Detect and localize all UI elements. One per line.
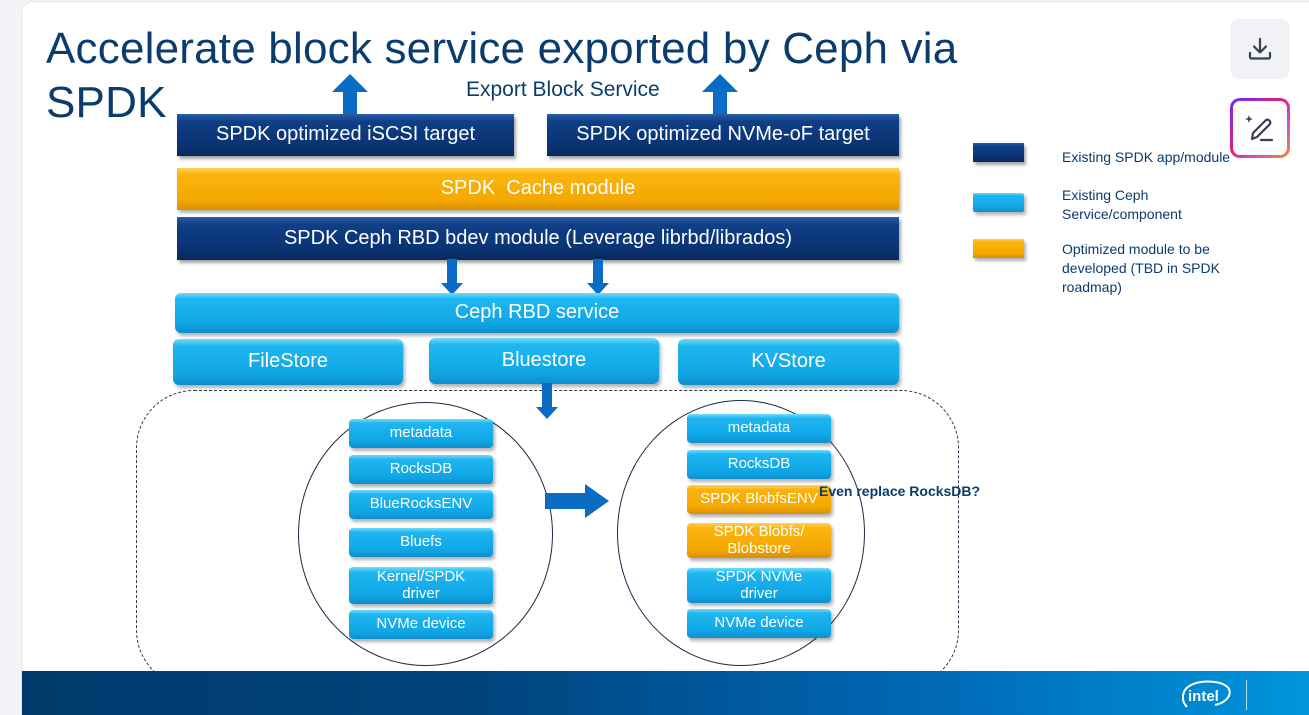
- optimized-stack-item-label: RocksDB: [727, 455, 791, 473]
- ai-edit-button[interactable]: [1230, 98, 1290, 158]
- nvmeof-target-label: SPDK optimized NVMe-oF target: [576, 123, 870, 146]
- current-stack-item-label: NVMe device: [376, 615, 466, 633]
- current-stack-item-label: Bluefs: [400, 533, 442, 551]
- current-stack-item-label: metadata: [389, 424, 453, 442]
- current-stack-item: metadata: [349, 419, 493, 448]
- optimized-stack-item-label: SPDK Blobfs/ Blobstore: [713, 523, 805, 557]
- export-block-service-label: Export Block Service: [466, 78, 660, 101]
- current-stack-item: Kernel/SPDK driver: [349, 567, 493, 604]
- current-stack-item-label: BlueRocksENV: [369, 495, 473, 513]
- slide-footer-bar: [22, 671, 1309, 715]
- legend-label-existing-ceph: Existing Ceph Service/component: [1062, 187, 1182, 222]
- footer-divider: [1246, 680, 1247, 710]
- current-stack-ellipse: [298, 402, 553, 666]
- legend-swatch-optimized: [973, 239, 1024, 258]
- optimized-stack-item: RocksDB: [687, 450, 831, 479]
- rbd-service-box: Ceph RBD service: [175, 293, 899, 333]
- slide: Accelerate block service exported by Cep…: [22, 2, 1309, 715]
- cache-module-label: SPDK Cache module: [440, 177, 636, 200]
- replace-rocksdb-note: Even replace RocksDB?: [819, 483, 981, 499]
- current-stack-item: RocksDB: [349, 455, 493, 484]
- current-stack-item-label: Kernel/SPDK driver: [376, 568, 466, 602]
- bluestore-down-arrow-icon: [536, 383, 558, 419]
- legend-swatch-existing-ceph: [973, 193, 1024, 212]
- export-arrow-left-icon: [332, 74, 368, 120]
- filestore-box: FileStore: [173, 339, 403, 385]
- rbd-bdev-module-box: SPDK Ceph RBD bdev module (Leverage libr…: [177, 217, 899, 260]
- slide-title: Accelerate block service exported by Cep…: [46, 24, 958, 127]
- iscsi-target-box: SPDK optimized iSCSI target: [177, 114, 514, 156]
- iscsi-target-label: SPDK optimized iSCSI target: [216, 123, 475, 146]
- optimized-stack-item-label: NVMe device: [714, 614, 804, 632]
- nvmeof-target-box: SPDK optimized NVMe-oF target: [547, 114, 899, 156]
- filestore-label: FileStore: [247, 350, 329, 373]
- optimized-stack-item: metadata: [687, 414, 831, 443]
- optimized-stack-item: SPDK NVMe driver: [687, 568, 831, 603]
- optimized-stack-item: SPDK Blobfs/ Blobstore: [687, 523, 831, 558]
- optimized-stack-item: NVMe device: [687, 609, 831, 638]
- download-button[interactable]: [1230, 19, 1290, 79]
- optimized-stack-ellipse: [617, 400, 865, 666]
- legend-label-existing-spdk: Existing SPDK app/module: [1062, 149, 1231, 165]
- intel-logo-text: intel: [1188, 688, 1219, 705]
- optimized-stack-item-label: metadata: [727, 419, 791, 437]
- current-stack-item: BlueRocksENV: [349, 490, 493, 519]
- optimized-stack-item-label: SPDK BlobfsENV: [700, 490, 818, 508]
- current-stack-item-label: RocksDB: [389, 460, 453, 478]
- export-arrow-right-icon: [702, 74, 738, 120]
- replace-arrow-icon: [545, 484, 609, 518]
- rbd-bdev-module-label: SPDK Ceph RBD bdev module (Leverage libr…: [283, 226, 793, 249]
- ai-edit-pen-icon: [1245, 115, 1274, 142]
- kvstore-box: KVStore: [678, 339, 899, 385]
- current-stack-item: Bluefs: [349, 528, 493, 557]
- download-icon: [1248, 37, 1272, 60]
- current-stack-item: NVMe device: [349, 610, 493, 639]
- down-arrow-right-icon: [587, 259, 609, 295]
- cache-module-box: SPDK Cache module: [177, 168, 899, 210]
- optimized-stack-item-label: SPDK NVMe driver: [715, 568, 803, 602]
- bluestore-box: Bluestore: [429, 338, 659, 384]
- rbd-service-label: Ceph RBD service: [454, 301, 620, 324]
- legend-swatch-existing-spdk: [973, 143, 1024, 162]
- legend-label-optimized: Optimized module to be developed (TBD in…: [1062, 241, 1220, 295]
- optimized-stack-item: SPDK BlobfsENV: [687, 485, 831, 514]
- intel-logo-icon: intel: [1181, 680, 1231, 708]
- down-arrow-left-icon: [441, 259, 463, 295]
- kvstore-label: KVStore: [751, 350, 826, 373]
- bluestore-label: Bluestore: [501, 349, 587, 371]
- slide-viewer-card: Accelerate block service exported by Cep…: [21, 1, 1309, 715]
